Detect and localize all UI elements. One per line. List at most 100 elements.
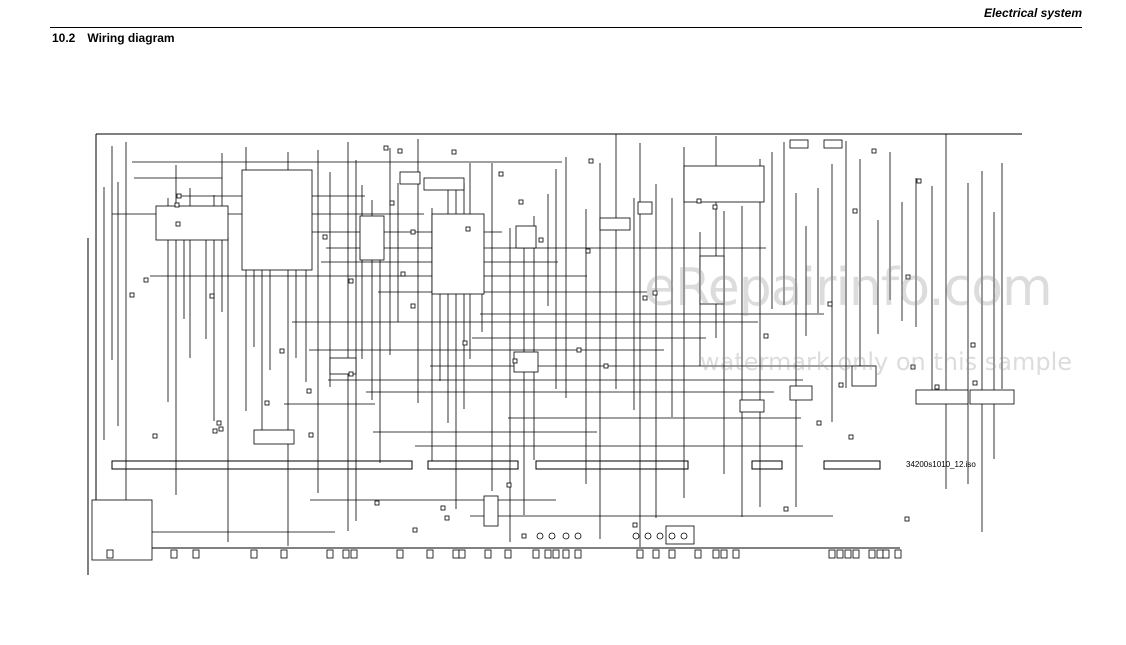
component-box-22	[789, 139, 809, 149]
terminal-bottom-18	[574, 549, 582, 559]
junction-44	[209, 293, 215, 299]
junction-15	[538, 237, 544, 243]
junction-30	[444, 515, 450, 521]
junction-7	[264, 400, 270, 406]
drawing-reference: 34200s1010_12.iso	[906, 460, 976, 469]
component-box-4	[431, 213, 485, 295]
terminal-bottom-16	[552, 549, 560, 559]
schematic-frame	[87, 133, 1022, 575]
terminal-bottom-30	[868, 549, 876, 559]
junction-28	[306, 388, 312, 394]
junction-10	[642, 295, 648, 301]
page-subtitle: 10.2 Wiring diagram	[52, 31, 175, 45]
subtitle-title: Wiring diagram	[87, 31, 175, 45]
terminal-bottom-32	[882, 549, 890, 559]
component-box-2	[399, 171, 421, 185]
connector-strip-2	[427, 460, 519, 470]
component-box-11	[851, 365, 877, 387]
terminal-bottom-28	[844, 549, 852, 559]
terminal-bottom-24	[720, 549, 728, 559]
terminal-bottom-6	[342, 549, 350, 559]
component-box-7	[699, 255, 725, 305]
junction-59	[518, 199, 524, 205]
junction-14	[174, 202, 180, 208]
component-box-23	[823, 139, 843, 149]
terminal-bottom-17	[562, 549, 570, 559]
lamp-1	[548, 532, 556, 540]
junction-40	[216, 420, 222, 426]
junction-41	[972, 380, 978, 386]
junction-37	[934, 384, 940, 390]
terminal-bottom-7	[350, 549, 358, 559]
terminal-bottom-15	[544, 549, 552, 559]
terminal-bottom-14	[532, 549, 540, 559]
watermark-note: watermark only on this sample	[700, 348, 1073, 376]
lamp-7	[668, 532, 676, 540]
connector-strip-4	[751, 460, 783, 470]
junction-6	[129, 292, 135, 298]
terminal-bottom-0	[106, 549, 114, 559]
junction-42	[400, 271, 406, 277]
component-box-3	[423, 177, 465, 191]
header-rule	[50, 27, 1082, 28]
connector-strip-5	[823, 460, 881, 470]
terminal-bottom-21	[668, 549, 676, 559]
junction-33	[218, 426, 224, 432]
junction-39	[348, 371, 354, 377]
junction-56	[412, 527, 418, 533]
lamp-4	[632, 532, 640, 540]
terminal-bottom-25	[732, 549, 740, 559]
component-box-19	[359, 215, 385, 261]
junction-9	[374, 500, 380, 506]
component-box-9	[253, 429, 295, 445]
junction-35	[348, 278, 354, 284]
junction-54	[322, 234, 328, 240]
terminal-bottom-8	[396, 549, 404, 559]
junction-51	[506, 482, 512, 488]
terminal-bottom-9	[426, 549, 434, 559]
component-box-1	[241, 169, 313, 271]
components-group	[91, 139, 1015, 561]
junction-29	[904, 516, 910, 522]
junction-3	[279, 348, 285, 354]
terminal-bottom-4	[280, 549, 288, 559]
watermark-site: eRepairinfo.com	[644, 258, 1053, 318]
junction-20	[916, 178, 922, 184]
junction-49	[440, 505, 446, 511]
junction-34	[632, 522, 638, 528]
component-box-12	[915, 389, 969, 405]
junction-48	[176, 193, 182, 199]
junction-27	[763, 333, 769, 339]
terminal-bottom-29	[852, 549, 860, 559]
junction-45	[848, 434, 854, 440]
junction-31	[827, 301, 833, 307]
junction-43	[603, 363, 609, 369]
terminal-bottom-19	[636, 549, 644, 559]
terminal-bottom-13	[504, 549, 512, 559]
component-box-13	[969, 389, 1015, 405]
lamp-5	[644, 532, 652, 540]
component-box-17	[483, 495, 499, 527]
junction-36	[389, 200, 395, 206]
component-box-16	[91, 499, 153, 561]
component-box-18	[665, 525, 695, 545]
junction-50	[783, 506, 789, 512]
terminal-bottom-5	[326, 549, 334, 559]
terminal-bottom-10	[452, 549, 460, 559]
terminal-bottom-12	[484, 549, 492, 559]
lamp-8	[680, 532, 688, 540]
junction-21	[465, 226, 471, 232]
terminal-bottom-22	[694, 549, 702, 559]
lamp-6	[656, 532, 664, 540]
connector-strip-1	[111, 460, 413, 470]
terminal-bottom-31	[876, 549, 884, 559]
junction-4	[383, 145, 389, 151]
junction-46	[576, 347, 582, 353]
junction-0	[521, 533, 527, 539]
component-box-21	[599, 217, 631, 231]
terminal-bottom-27	[836, 549, 844, 559]
wires-group	[103, 134, 1003, 547]
terminal-bottom-2	[192, 549, 200, 559]
junction-1	[696, 198, 702, 204]
